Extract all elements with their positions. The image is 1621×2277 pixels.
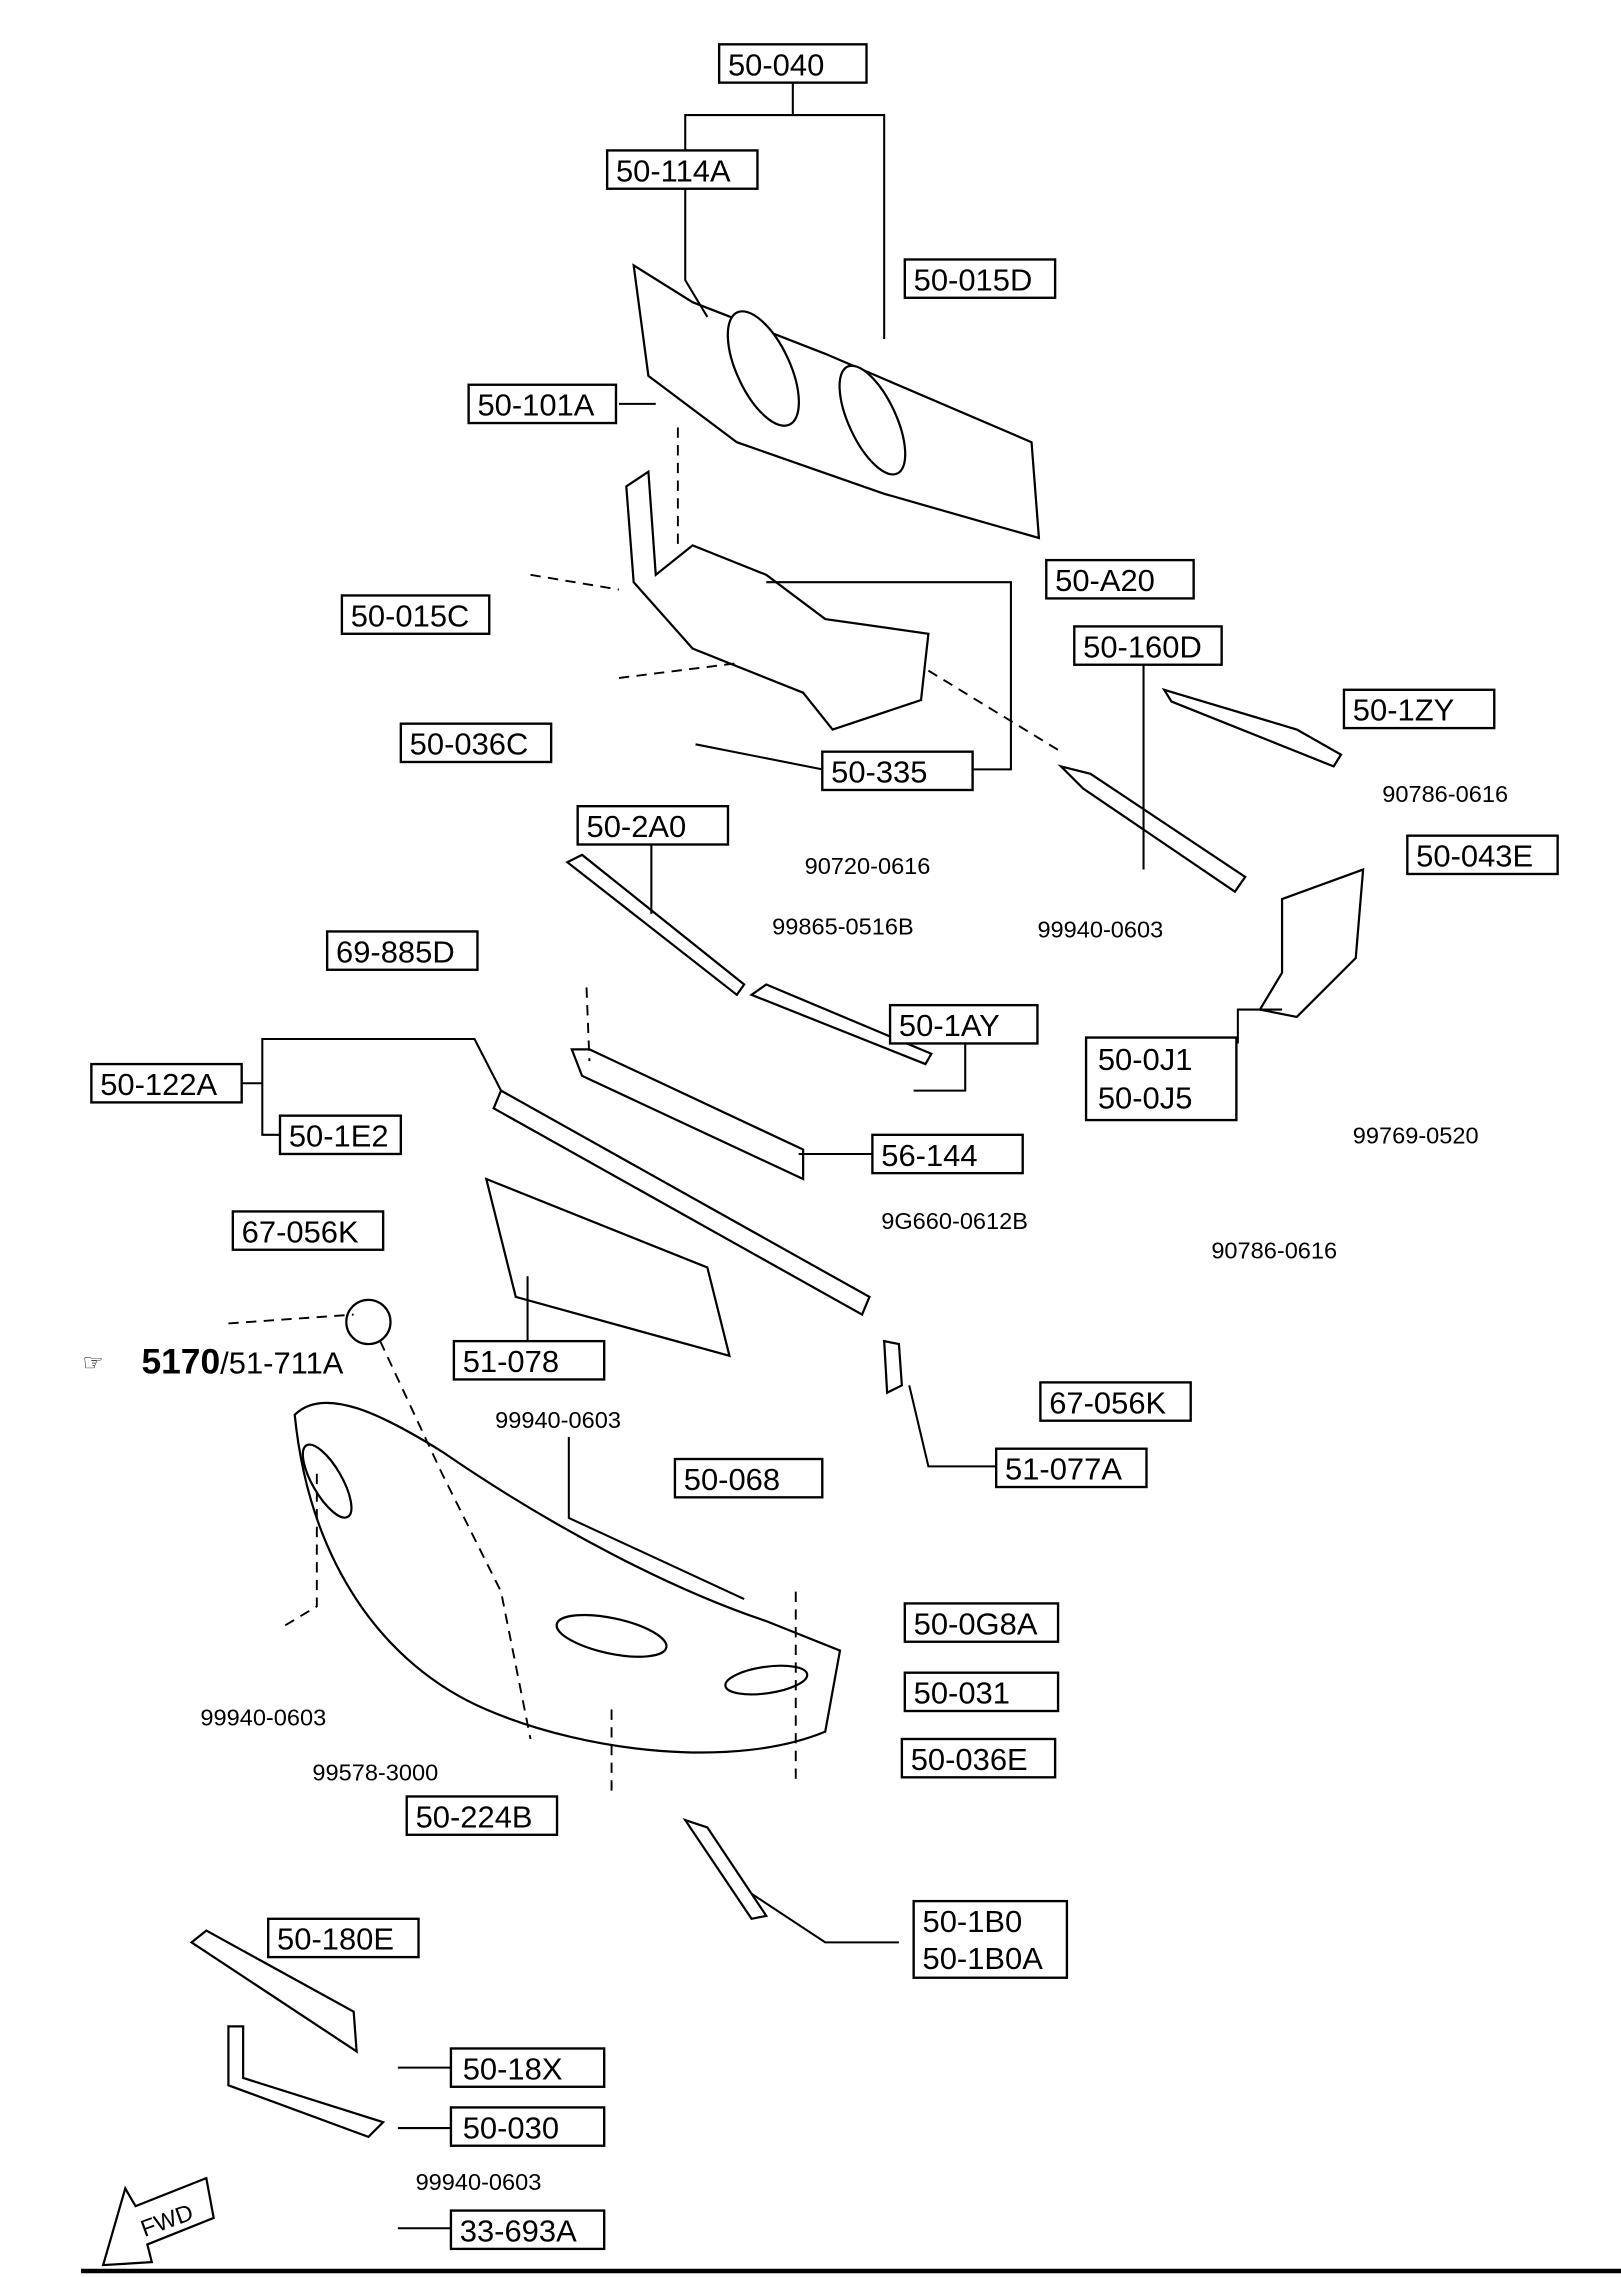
callout-text: 50-1E2 bbox=[289, 1119, 389, 1154]
part-callout[interactable]: 50-036C bbox=[399, 722, 553, 764]
bumper-reinforcement bbox=[632, 263, 1041, 540]
callout-text: 50-015D bbox=[914, 262, 1033, 297]
callout-text: 69-885D bbox=[336, 934, 455, 969]
part-callout[interactable]: 50-101A bbox=[467, 383, 618, 425]
part-callout[interactable]: 50-1E2 bbox=[278, 1114, 403, 1156]
callout-text: 50-068 bbox=[684, 1462, 780, 1497]
callout-text: 50-1B0 bbox=[922, 1904, 1022, 1939]
callout-text: 50-031 bbox=[914, 1676, 1010, 1711]
callout-text: 50-043E bbox=[1416, 839, 1533, 874]
fastener-label: 90720-0616 bbox=[805, 853, 931, 879]
part-callout[interactable]: 50-1AY bbox=[888, 1003, 1039, 1045]
part-callout[interactable]: 56-144 bbox=[871, 1133, 1024, 1175]
callout-text: 51-078 bbox=[463, 1344, 559, 1379]
part-callout[interactable]: 50-036E bbox=[900, 1737, 1057, 1779]
part-callout[interactable]: 50-180E bbox=[267, 1917, 420, 1959]
part-callout[interactable]: 50-335 bbox=[821, 750, 974, 792]
callout-text: 67-056K bbox=[242, 1214, 359, 1249]
callout-text: 50-0G8A bbox=[914, 1606, 1038, 1641]
fastener-label: 99769-0520 bbox=[1353, 1123, 1479, 1149]
callout-text: 50-180E bbox=[277, 1922, 394, 1957]
callout-text: 50-224B bbox=[416, 1799, 533, 1834]
callout-text: 50-335 bbox=[831, 755, 927, 790]
fastener-label: 99940-0603 bbox=[1037, 916, 1163, 942]
part-callout[interactable]: 67-056K bbox=[231, 1210, 385, 1251]
part-callout[interactable]: 50-2A0 bbox=[576, 805, 730, 846]
callout-text: 50-122A bbox=[100, 1067, 217, 1102]
part-callout[interactable]: 33-693A bbox=[449, 2209, 606, 2251]
part-callout[interactable]: 50-160D bbox=[1073, 625, 1223, 666]
part-callout[interactable]: 50-068 bbox=[673, 1457, 824, 1499]
part-callout[interactable]: 50-043E bbox=[1406, 834, 1559, 876]
callout-text: 50-2A0 bbox=[587, 809, 687, 844]
callout-text: 50-1B0A bbox=[922, 1941, 1043, 1976]
callout-text: 50-1ZY bbox=[1353, 693, 1454, 728]
part-callout[interactable]: 50-A20 bbox=[1045, 558, 1195, 600]
fastener-label: 99940-0603 bbox=[416, 2169, 542, 2195]
fastener-label: 99865-0516B bbox=[772, 913, 914, 939]
fwd-arrow-icon: FWD bbox=[101, 2176, 215, 2267]
callout-text: 50-A20 bbox=[1055, 563, 1155, 598]
part-callout[interactable]: 50-015C bbox=[340, 594, 491, 635]
lower-spoiler bbox=[682, 1817, 769, 1921]
callout-text: 50-015C bbox=[351, 598, 470, 633]
part-callout[interactable]: 50-030 bbox=[449, 2106, 606, 2147]
fastener-label: 99578-3000 bbox=[312, 1759, 438, 1785]
callout-text: 50-036E bbox=[911, 1742, 1028, 1777]
callout-text: 67-056K bbox=[1049, 1385, 1166, 1420]
part-callout[interactable]: 50-1ZY bbox=[1342, 688, 1496, 730]
part-callout[interactable]: 51-077A bbox=[994, 1447, 1148, 1489]
callout-labels: 50-040 50-114A 50-015D 50-101A 50-A20 50… bbox=[90, 43, 1559, 2251]
side-stay bbox=[1057, 687, 1365, 1019]
reference-part: /51-711A bbox=[220, 1346, 344, 1381]
callout-text: 50-160D bbox=[1083, 629, 1202, 664]
callout-text: 50-101A bbox=[477, 388, 594, 423]
callout-text: 50-0J5 bbox=[1098, 1080, 1193, 1115]
fastener-label: 90786-0616 bbox=[1382, 781, 1508, 807]
callout-text: 50-036C bbox=[410, 727, 529, 762]
callout-text: 50-18X bbox=[463, 2051, 563, 2086]
callout-text: 50-114A bbox=[616, 153, 731, 188]
section-reference[interactable]: ☞ 5170/51-711A bbox=[83, 1343, 344, 1382]
part-callout[interactable]: 50-122A bbox=[90, 1062, 243, 1104]
reference-section: 5170 bbox=[141, 1343, 220, 1382]
callout-text: 50-030 bbox=[463, 2110, 559, 2145]
part-callout[interactable]: 50-18X bbox=[449, 2047, 606, 2088]
part-callout[interactable]: 67-056K bbox=[1039, 1381, 1192, 1422]
callout-text: 50-0J1 bbox=[1098, 1042, 1193, 1077]
svg-text:5170/51-711A: 5170/51-711A bbox=[141, 1343, 343, 1382]
callout-text: 50-1AY bbox=[899, 1008, 1000, 1043]
fastener-label: 99940-0603 bbox=[200, 1705, 326, 1731]
part-callout[interactable]: 69-885D bbox=[325, 930, 479, 971]
callout-text: 56-144 bbox=[881, 1138, 977, 1173]
part-callout[interactable]: 50-015D bbox=[903, 258, 1057, 299]
part-callout[interactable]: 51-078 bbox=[452, 1339, 606, 1381]
callout-text: 51-077A bbox=[1005, 1452, 1122, 1487]
lower-bracket bbox=[484, 1089, 904, 1395]
pointing-hand-icon: ☞ bbox=[83, 1350, 104, 1376]
part-callout[interactable]: 50-224B bbox=[405, 1795, 559, 1836]
fastener-label: 9G660-0612B bbox=[881, 1208, 1028, 1234]
part-callout[interactable]: 50-031 bbox=[903, 1671, 1060, 1713]
bumper-bracket-center bbox=[625, 469, 930, 731]
fastener-label: 99940-0603 bbox=[495, 1407, 621, 1433]
license-bracket bbox=[189, 1929, 386, 2139]
part-callout[interactable]: 50-0G8A bbox=[903, 1602, 1060, 1643]
callout-text: 33-693A bbox=[460, 2214, 577, 2249]
callout-text: 50-040 bbox=[728, 47, 824, 82]
fastener-label: 90786-0616 bbox=[1211, 1238, 1337, 1264]
upper-absorber-strip bbox=[565, 853, 933, 1181]
part-callout[interactable]: 50-040 bbox=[717, 43, 868, 84]
fastener-labels: 90786-0616 90720-0616 99865-0516B 99940-… bbox=[200, 781, 1508, 2195]
part-callout[interactable]: 50-114A bbox=[605, 149, 759, 190]
